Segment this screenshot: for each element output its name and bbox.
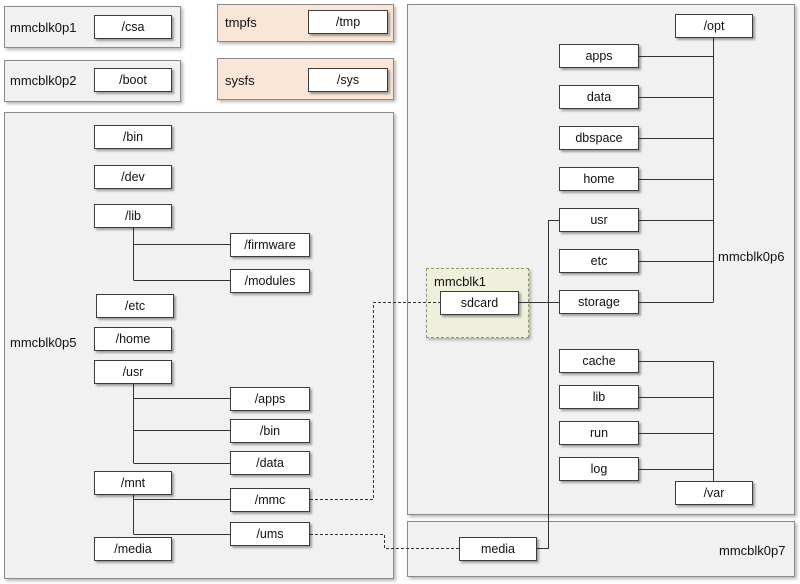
partition-label-mmcblk1: mmcblk1	[434, 274, 487, 289]
dir-usr-data[interactable]: /data	[230, 451, 310, 475]
dir-home[interactable]: /home	[94, 327, 172, 351]
partition-label-mmcblk0p1: mmcblk0p1	[10, 20, 77, 35]
dir-dev[interactable]: /dev	[94, 165, 172, 189]
dir-usr-bin[interactable]: /bin	[230, 419, 310, 443]
dir-opt[interactable]: /opt	[675, 14, 753, 38]
mount-csa[interactable]: /csa	[94, 15, 172, 39]
dir-firmware[interactable]: /firmware	[230, 233, 310, 257]
dir-ums[interactable]: /ums	[230, 522, 310, 546]
dir-opt-home[interactable]: home	[559, 167, 639, 191]
partition-label-sysfs: sysfs	[225, 73, 255, 88]
dir-lib[interactable]: /lib	[94, 204, 172, 228]
dir-mnt[interactable]: /mnt	[94, 471, 172, 495]
dir-opt-apps[interactable]: apps	[559, 44, 639, 68]
dir-sdcard[interactable]: sdcard	[440, 291, 519, 315]
dir-opt-dbspace[interactable]: dbspace	[559, 126, 639, 150]
dir-var[interactable]: /var	[675, 481, 753, 505]
dir-mmc[interactable]: /mmc	[230, 488, 310, 512]
dir-var-cache[interactable]: cache	[559, 349, 639, 373]
dir-opt-storage[interactable]: storage	[559, 290, 639, 314]
dir-usr-apps[interactable]: /apps	[230, 387, 310, 411]
dir-opt-etc[interactable]: etc	[559, 249, 639, 273]
dir-p7-media[interactable]: media	[459, 537, 537, 561]
dir-var-lib[interactable]: lib	[559, 385, 639, 409]
dir-var-run[interactable]: run	[559, 421, 639, 445]
dir-bin[interactable]: /bin	[94, 125, 172, 149]
dir-usr[interactable]: /usr	[94, 360, 172, 384]
mount-boot[interactable]: /boot	[94, 68, 172, 92]
dir-media[interactable]: /media	[94, 537, 172, 561]
partition-label-mmcblk0p7: mmcblk0p7	[719, 543, 786, 558]
partition-label-mmcblk0p6: mmcblk0p6	[718, 249, 785, 264]
dir-opt-data[interactable]: data	[559, 85, 639, 109]
partition-label-mmcblk0p5: mmcblk0p5	[10, 335, 77, 350]
dir-etc[interactable]: /etc	[96, 294, 174, 318]
mount-tmp[interactable]: /tmp	[308, 10, 388, 34]
dir-var-log[interactable]: log	[559, 457, 639, 481]
dir-modules[interactable]: /modules	[230, 269, 310, 293]
partition-label-mmcblk0p2: mmcblk0p2	[10, 73, 77, 88]
partition-label-tmpfs: tmpfs	[225, 15, 257, 30]
mount-sys[interactable]: /sys	[308, 68, 388, 92]
dir-opt-usr[interactable]: usr	[559, 208, 639, 232]
